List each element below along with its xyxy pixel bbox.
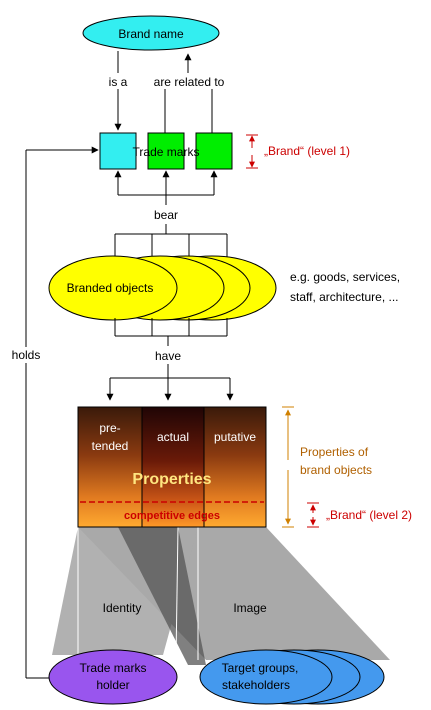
properties-label: Properties [132,471,211,488]
is-a-label: is a [109,75,128,89]
target-groups-node: Target groups, stakeholders [199,649,385,705]
related-to-connector [164,53,213,133]
have-connector [106,318,234,401]
target-line2: stakeholders [222,678,290,692]
properties-of-line2: brand objects [300,463,372,477]
examples-line1: e.g. goods, services, [290,270,400,284]
brand-name-node: Brand name [82,15,220,51]
brand-level2-bracket [307,502,319,528]
holder-line1: Trade marks [80,661,147,675]
trade-marks-holder-node: Trade marks holder [48,649,178,705]
competitive-edges-label: competitive edges [124,510,220,522]
examples-line2: staff, architecture, ... [290,290,399,304]
brand-name-label: Brand name [118,27,184,41]
branded-objects-group: Branded objects [48,255,277,321]
identity-label: Identity [103,601,142,615]
identity-image-projection [52,526,390,665]
image-label: Image [233,601,267,615]
holder-line2: holder [96,678,129,692]
have-label: have [155,349,181,363]
brand-level1-bracket [246,134,258,169]
properties-bracket [282,406,294,528]
target-line1: Target groups, [222,661,299,675]
properties-block: pre- tended actual putative Properties c… [77,406,267,528]
bear-label: bear [154,208,178,222]
actual-label: actual [157,430,189,444]
pretended-label-1: pre- [99,421,120,435]
properties-of-line1: Properties of [300,445,369,459]
bear-connector [114,170,228,258]
trade-mark-box-cyan [99,132,137,170]
pretended-label-2: tended [92,439,129,453]
trade-mark-box-green-2 [195,132,233,170]
branded-objects-label: Branded objects [67,281,154,295]
brand-level1-label: „Brand“ (level 1) [264,144,350,158]
trade-mark-box-green-1 [147,132,185,170]
holds-label: holds [12,348,41,362]
brand-level2-label: „Brand“ (level 2) [326,508,412,522]
putative-label: putative [214,430,256,444]
trade-marks-group: Trade marks [99,132,233,170]
trade-marks-label: Trade marks [133,145,200,159]
related-to-label: are related to [154,75,225,89]
